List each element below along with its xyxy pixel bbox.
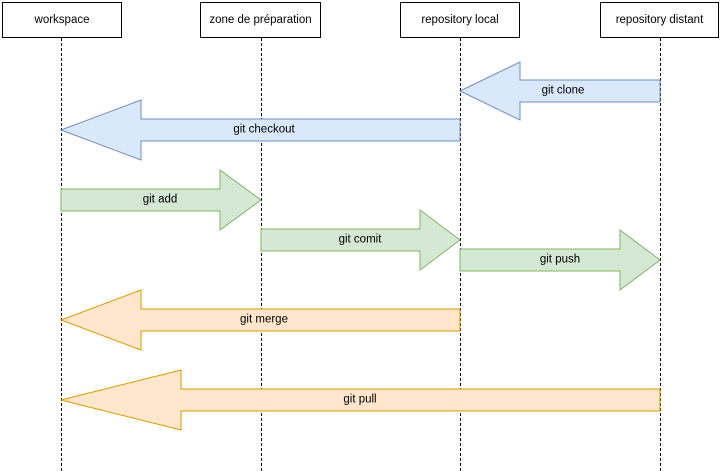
arrow-label-git-pull: git pull [343, 393, 377, 406]
participant-box-workspace[interactable]: workspace [2, 2, 122, 38]
participant-box-staging[interactable]: zone de préparation [200, 2, 321, 38]
participant-label: workspace [34, 13, 90, 26]
lifeline-staging [261, 38, 262, 471]
arrow-label-git-add: git add [142, 193, 178, 206]
lifeline-workspace [61, 38, 62, 471]
arrow-label-git-checkout: git checkout [233, 123, 295, 136]
participant-label: repository local [421, 13, 499, 26]
participant-box-remote-repo[interactable]: repository distant [600, 2, 719, 38]
arrow-label-git-merge: git merge [240, 313, 288, 326]
arrow-label-git-commit: git comit [338, 233, 382, 246]
arrow-label-git-clone: git clone [541, 84, 585, 97]
participant-label: zone de préparation [209, 13, 312, 26]
lifeline-remote-repo [660, 38, 661, 471]
participant-box-local-repo[interactable]: repository local [400, 2, 520, 38]
arrow-label-git-push: git push [539, 253, 581, 266]
lifeline-local-repo [460, 38, 461, 471]
participant-label: repository distant [615, 13, 704, 26]
